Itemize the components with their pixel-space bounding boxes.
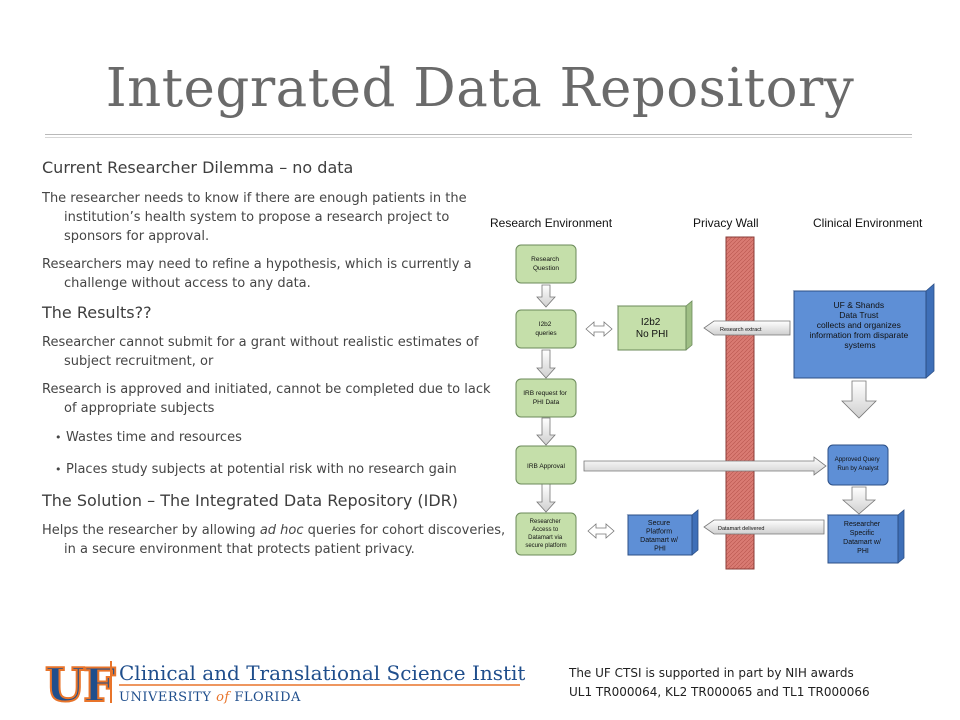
research-question-box: Research Question bbox=[515, 244, 577, 284]
research-question-line1: Research bbox=[531, 256, 559, 263]
uf-shands-line1: UF & Shands bbox=[834, 300, 885, 310]
irb-approval-line1: IRB Approval bbox=[527, 463, 565, 470]
research-extract-arrow: Research extract bbox=[703, 320, 791, 336]
approved-query-box: Approved Query Run by Analyst bbox=[827, 444, 889, 486]
results-heading: The Results?? bbox=[42, 303, 152, 322]
uf-ctsi-logo: UF Clinical and Translational Science In… bbox=[45, 657, 525, 707]
solution-text-pre: Helps the researcher by allowing bbox=[42, 523, 260, 538]
secure-platform-line2: Platform bbox=[646, 529, 672, 536]
idr-flow-diagram: Research Environment Privacy Wall Clinic… bbox=[490, 216, 935, 570]
researcher-specific-line2: Specific bbox=[850, 530, 875, 537]
secure-platform-line1: Secure bbox=[648, 520, 670, 527]
title-divider bbox=[45, 134, 912, 138]
uf-shands-line3: collects and organizes bbox=[817, 320, 901, 330]
privacy-wall-label: Privacy Wall bbox=[693, 216, 759, 230]
researcher-access-line3: Datamart via bbox=[528, 535, 563, 541]
solution-paragraph: Helps the researcher by allowing ad hoc … bbox=[42, 521, 507, 559]
solution-text-ad-hoc: ad hoc bbox=[259, 523, 304, 538]
researcher-access-line2: Access to bbox=[532, 527, 559, 533]
datamart-delivered-arrow: Datamart delivered bbox=[703, 519, 825, 535]
i2b2-nophi-line1: I2b2 bbox=[641, 317, 661, 328]
dilemma-paragraph-2: Researchers may need to refine a hypothe… bbox=[42, 257, 472, 291]
i2b2-nophi-box: I2b2 No PHI bbox=[616, 300, 693, 351]
florida-word: FLORIDA bbox=[230, 690, 301, 705]
svg-text:Secure Platform Da: Secure Platform Datamart w/ PHI bbox=[640, 520, 680, 553]
approved-query-line1: Approved Query bbox=[835, 456, 881, 463]
svg-text:I2b2 queries: I2b2 queries bbox=[535, 321, 557, 337]
ctsi-name: Clinical and Translational Science Insti… bbox=[119, 661, 525, 685]
uf-shands-line2: Data Trust bbox=[839, 310, 879, 320]
researcher-specific-line4: PHI bbox=[857, 548, 869, 555]
university-word: UNIVERSITY bbox=[119, 690, 216, 705]
svg-text:Research Question: Research Question bbox=[531, 256, 561, 272]
uf-monogram: UF bbox=[45, 658, 116, 707]
secure-platform-box: Secure Platform Datamart w/ PHI bbox=[626, 509, 699, 556]
solution-text-post: queries for cohort discoveries, in a sec… bbox=[64, 523, 506, 557]
double-arrows bbox=[585, 321, 615, 539]
uf-shands-data-trust-box: UF & Shands Data Trust collects and orga… bbox=[792, 283, 935, 379]
svg-text:UF & Shands Data Trust: UF & Shands Data Trust collects and orga… bbox=[809, 300, 910, 350]
funding-note: The UF CTSI is supported in part by NIH … bbox=[569, 664, 929, 702]
flow-arrows-down bbox=[536, 284, 556, 513]
svg-text:I2b2 No PHI: I2b2 No PHI bbox=[636, 317, 668, 340]
dilemma-paragraph-1: The researcher needs to know if there ar… bbox=[42, 191, 467, 244]
solution-heading: The Solution – The Integrated Data Repos… bbox=[42, 491, 459, 510]
researcher-access-line4: secure platform bbox=[525, 543, 566, 549]
results-paragraph-1: Researcher cannot submit for a grant wit… bbox=[42, 335, 479, 369]
dilemma-heading: Current Researcher Dilemma – no data bbox=[42, 158, 354, 177]
bullet-wastes-time: Wastes time and resources bbox=[42, 428, 507, 447]
irb-request-line1: IRB request for bbox=[523, 390, 568, 397]
datamart-delivered-label: Datamart delivered bbox=[718, 526, 764, 532]
research-environment-label: Research Environment bbox=[490, 216, 613, 230]
i2b2-queries-line1: I2b2 bbox=[539, 321, 552, 328]
secure-platform-line3: Datamart w/ bbox=[640, 537, 678, 544]
bullet-places-subjects: Places study subjects at potential risk … bbox=[42, 460, 507, 479]
research-extract-label: Research extract bbox=[720, 327, 762, 333]
funding-note-line1: The UF CTSI is supported in part by NIH … bbox=[569, 666, 854, 680]
research-question-line2: Question bbox=[533, 265, 559, 272]
clinical-environment-label: Clinical Environment bbox=[813, 216, 923, 230]
page-title: Integrated Data Repository bbox=[105, 58, 855, 119]
svg-text:Researcher Specific: Researcher Specific Datamart w/ PHI bbox=[843, 521, 883, 555]
svg-text:IRB request for PHI Data: IRB request for PHI Data bbox=[523, 390, 569, 406]
flow-arrows-clinical-down bbox=[841, 380, 877, 515]
i2b2-queries-box: I2b2 queries bbox=[515, 309, 577, 349]
funding-note-line2: UL1 TR000064, KL2 TR000065 and TL1 TR000… bbox=[569, 685, 870, 699]
svg-text:Approved Query Run by An: Approved Query Run by Analyst bbox=[835, 456, 882, 472]
privacy-wall bbox=[725, 236, 755, 570]
body-text: Current Researcher Dilemma – no data The… bbox=[42, 158, 507, 559]
of-word: of bbox=[216, 690, 231, 705]
researcher-specific-line1: Researcher bbox=[844, 521, 881, 528]
irb-approval-arrow bbox=[583, 456, 827, 476]
irb-request-line2: PHI Data bbox=[533, 399, 560, 406]
approved-query-line2: Run by Analyst bbox=[837, 465, 879, 472]
svg-text:IRB Approval: IRB Approval bbox=[527, 463, 565, 470]
researcher-access-line1: Researcher bbox=[530, 519, 561, 525]
researcher-access-box: Researcher Access to Datamart via secure… bbox=[515, 512, 577, 556]
uf-shands-line5: systems bbox=[844, 340, 875, 350]
results-paragraph-2: Research is approved and initiated, cann… bbox=[42, 382, 491, 416]
uf-shands-line4: information from disparate bbox=[809, 330, 908, 340]
i2b2-queries-line2: queries bbox=[535, 330, 557, 337]
irb-request-box: IRB request for PHI Data bbox=[515, 378, 577, 418]
university-of-florida: UNIVERSITY of FLORIDA bbox=[119, 690, 301, 705]
i2b2-nophi-line2: No PHI bbox=[636, 329, 668, 340]
researcher-specific-line3: Datamart w/ bbox=[843, 539, 881, 546]
svg-text:Researcher Access to: Researcher Access to Datamart via secure… bbox=[525, 519, 566, 549]
secure-platform-line4: PHI bbox=[654, 546, 666, 553]
researcher-specific-datamart-box: Researcher Specific Datamart w/ PHI bbox=[826, 509, 905, 564]
irb-approval-box: IRB Approval bbox=[515, 445, 577, 485]
